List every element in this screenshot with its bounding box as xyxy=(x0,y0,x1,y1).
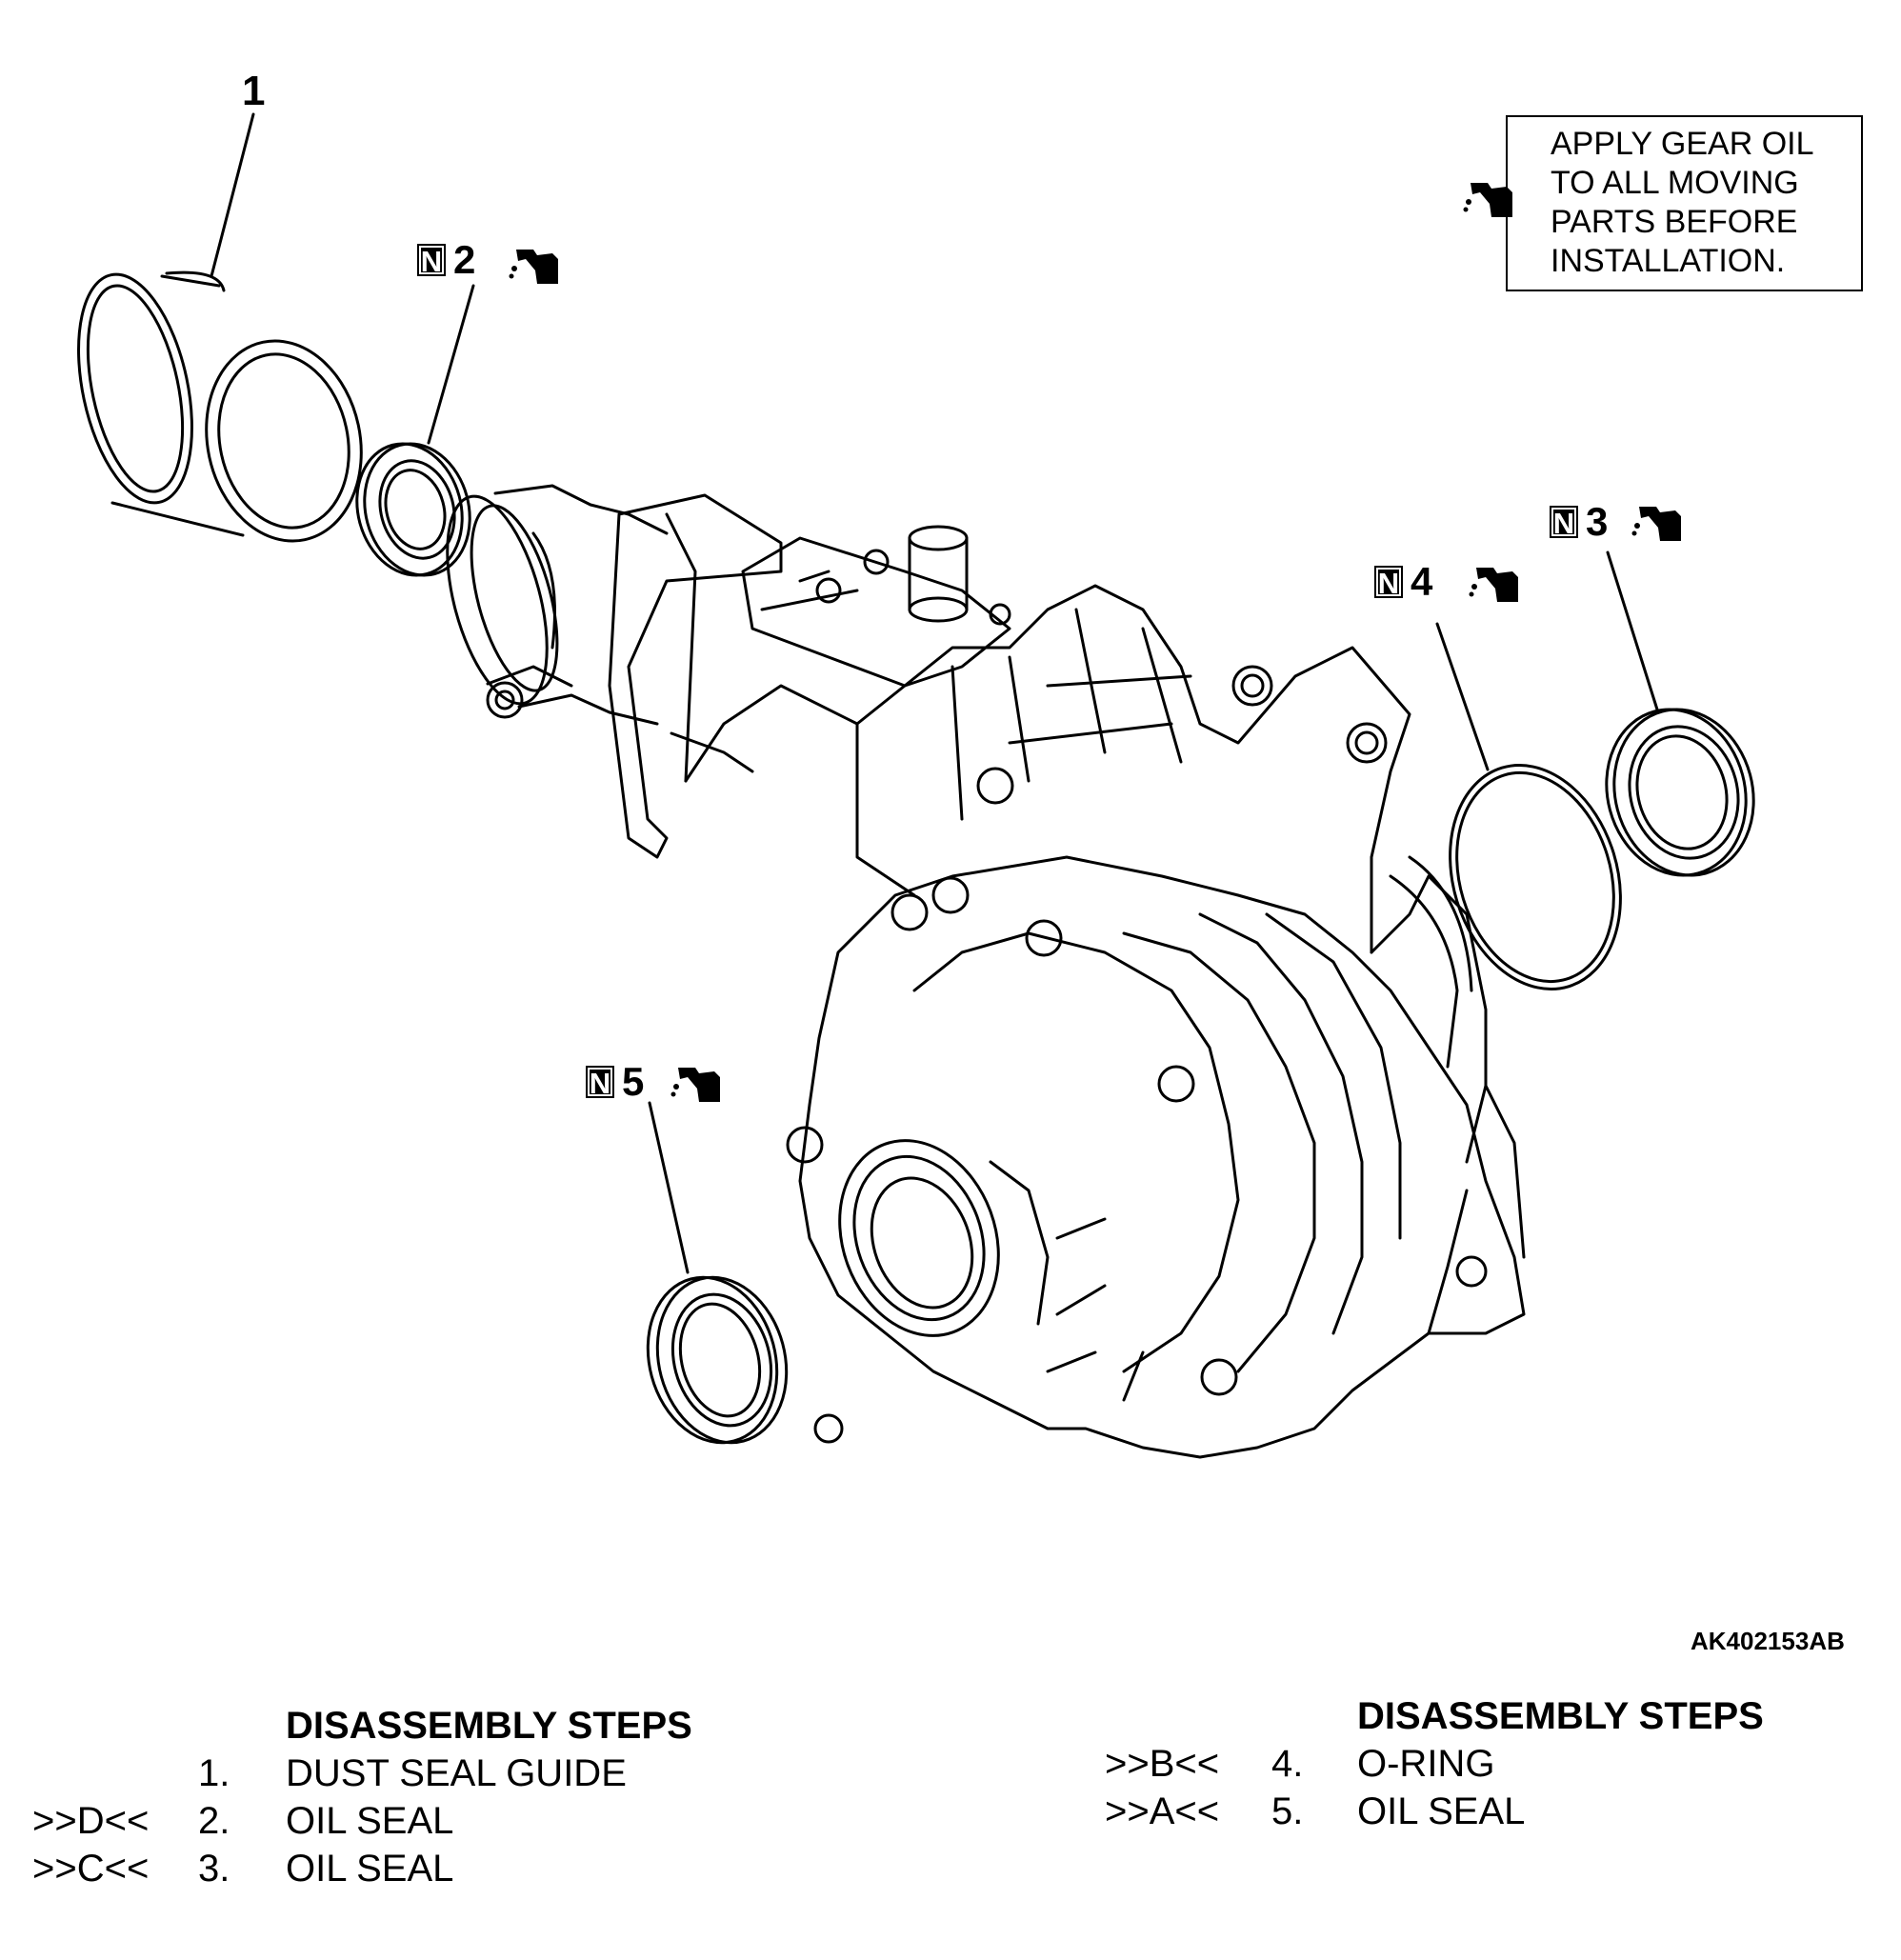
callout-number: 3 xyxy=(1586,499,1609,544)
step-mark: >>D<< xyxy=(32,1800,150,1842)
figure-code: AK402153AB xyxy=(1691,1627,1845,1655)
step-name: DUST SEAL GUIDE xyxy=(286,1752,627,1794)
disassembly-steps-left: DISASSEMBLY STEPS 1. DUST SEAL GUIDE >>D… xyxy=(0,1705,857,1895)
step-number: 5. xyxy=(1271,1790,1304,1832)
note-line: INSTALLATION. xyxy=(1551,243,1786,279)
disassembly-steps-right: DISASSEMBLY STEPS >>B<< 4. O-RING >>A<< … xyxy=(1105,1695,1886,1848)
step-name: OIL SEAL xyxy=(286,1800,454,1842)
note-line: TO ALL MOVING xyxy=(1551,165,1799,201)
callout-number: 1 xyxy=(242,68,266,114)
note-line: PARTS BEFORE xyxy=(1551,204,1798,240)
step-name: OIL SEAL xyxy=(286,1848,454,1890)
step-mark: >>B<< xyxy=(1105,1743,1220,1785)
step-number: 1. xyxy=(198,1752,230,1794)
callout-1: 1 xyxy=(242,70,265,112)
new-part-icon: N xyxy=(1550,506,1578,540)
dust-seal-guide-part-1 xyxy=(77,270,363,543)
oil-can-icons xyxy=(509,183,1681,1102)
oil-seal-part-5 xyxy=(646,1275,789,1445)
leader-lines xyxy=(210,112,1659,1274)
step-mark: >>A<< xyxy=(1105,1790,1220,1832)
step-number: 2. xyxy=(198,1800,230,1842)
step-number: 3. xyxy=(198,1848,230,1890)
step-number: 4. xyxy=(1271,1743,1304,1785)
note-line: APPLY GEAR OIL xyxy=(1551,126,1814,162)
o-ring-part-4 xyxy=(1449,764,1622,990)
gear-oil-note-text: APPLY GEAR OIL TO ALL MOVING PARTS BEFOR… xyxy=(1551,125,1814,281)
transfer-case-housing xyxy=(446,484,1526,1459)
callout-number: 4 xyxy=(1411,559,1433,604)
step-mark: >>C<< xyxy=(32,1848,150,1890)
steps-title: DISASSEMBLY STEPS xyxy=(286,1705,692,1747)
step-name: OIL SEAL xyxy=(1357,1790,1526,1832)
new-part-icon: N xyxy=(1374,566,1403,600)
oil-seal-part-2 xyxy=(355,442,471,577)
step-name: O-RING xyxy=(1357,1743,1495,1785)
steps-title: DISASSEMBLY STEPS xyxy=(1357,1695,1764,1737)
gear-oil-note: APPLY GEAR OIL TO ALL MOVING PARTS BEFOR… xyxy=(1506,115,1863,291)
callout-number: 5 xyxy=(622,1059,645,1104)
callout-number: 2 xyxy=(453,237,476,282)
new-part-icon: N xyxy=(586,1066,614,1100)
new-part-icon: N xyxy=(417,244,446,278)
oil-seal-part-3 xyxy=(1605,708,1755,877)
